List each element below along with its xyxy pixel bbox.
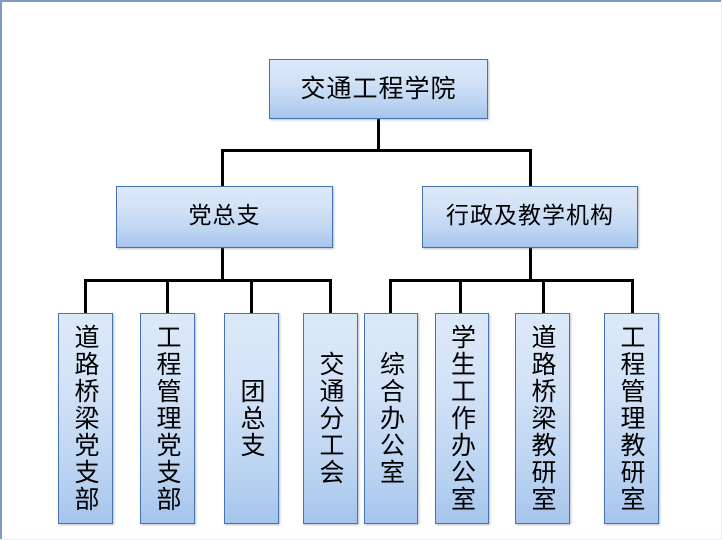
node-label: 交通分工会: [316, 351, 345, 486]
connector-to-road-bridge-party: [84, 279, 87, 314]
connector-level2-bus: [221, 149, 532, 152]
connector-root-drop: [377, 119, 380, 151]
connector-admin-drop: [529, 248, 532, 281]
connector-to-general-office: [389, 279, 392, 314]
node-label: 道路桥梁党支部: [71, 324, 100, 513]
node-party-general-branch[interactable]: 党总支: [116, 186, 333, 248]
node-root-school[interactable]: 交通工程学院: [269, 59, 488, 119]
frame-border-left: [0, 0, 2, 540]
node-label: 学生工作办公室: [447, 324, 477, 513]
connector-to-student-affairs-office: [459, 279, 462, 314]
connector-party-children-bus: [84, 279, 332, 282]
connector-admin-children-bus: [389, 279, 634, 282]
connector-to-road-bridge-teaching: [542, 279, 545, 314]
node-student-affairs-office[interactable]: 学生工作办公室: [435, 313, 489, 524]
connector-to-eng-mgmt-party: [166, 279, 169, 314]
node-admin-teaching-org[interactable]: 行政及教学机构: [422, 186, 638, 248]
connector-to-youth-league: [250, 279, 253, 314]
node-eng-mgmt-teaching-office[interactable]: 工程管理教研室: [604, 313, 659, 524]
node-label: 工程管理党支部: [153, 324, 182, 513]
node-label: 综合办公室: [376, 351, 406, 486]
node-label: 道路桥梁教研室: [528, 324, 557, 513]
connector-to-traffic-union: [329, 279, 332, 314]
connector-to-party-branch: [221, 149, 224, 186]
node-road-bridge-teaching-office[interactable]: 道路桥梁教研室: [515, 313, 570, 524]
node-label: 团总支: [237, 378, 266, 459]
node-general-office[interactable]: 综合办公室: [364, 313, 418, 524]
connector-to-eng-mgmt-teaching: [631, 279, 634, 314]
frame-border-top: [0, 0, 722, 2]
node-road-bridge-party-branch[interactable]: 道路桥梁党支部: [58, 313, 113, 524]
node-label: 工程管理教研室: [617, 324, 646, 513]
node-youth-league-branch[interactable]: 团总支: [224, 313, 279, 524]
node-traffic-union[interactable]: 交通分工会: [303, 313, 358, 524]
connector-to-admin-branch: [529, 149, 532, 186]
connector-party-drop: [221, 248, 224, 281]
node-eng-mgmt-party-branch[interactable]: 工程管理党支部: [140, 313, 195, 524]
